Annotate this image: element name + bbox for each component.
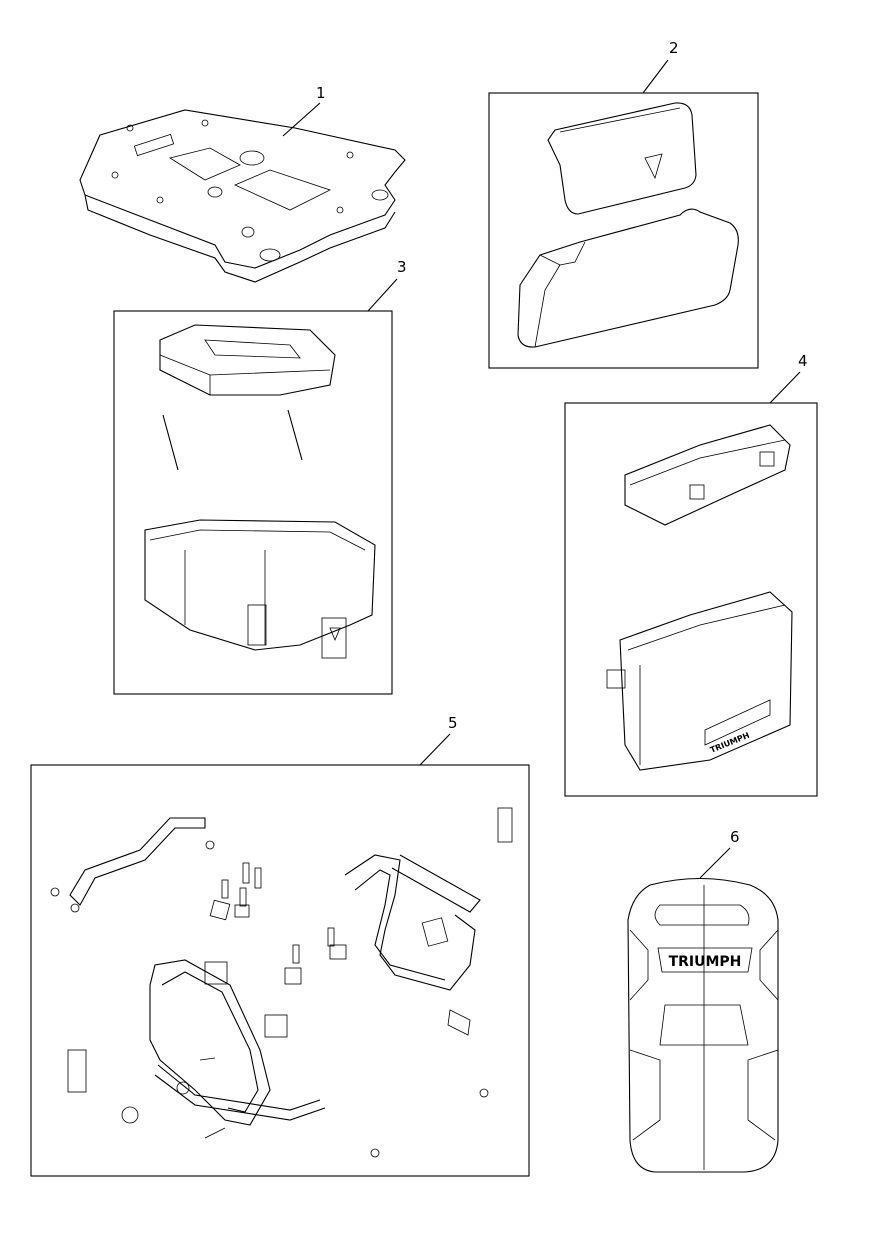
callout-5-label: 5 <box>448 714 458 732</box>
part-5-mounting-rails: 5 <box>30 714 530 1177</box>
part-1-mounting-plate: 1 <box>79 84 406 283</box>
part-3-frame <box>113 310 393 695</box>
callout-1-label: 1 <box>316 84 326 102</box>
callout-2-leader <box>642 59 669 94</box>
callout-4-leader <box>769 371 801 404</box>
part-4-pannier: 4 TRIUMPH <box>564 352 818 797</box>
callout-3-label: 3 <box>397 258 407 276</box>
part-6-liner-bag: 6 TRIUMPH <box>627 828 779 1173</box>
part-2-backrest-pads: 2 <box>488 39 759 369</box>
part-4-frame <box>564 402 818 797</box>
part-3-top-box: 3 <box>113 258 407 695</box>
callout-1-leader <box>282 102 321 137</box>
callout-6-label: 6 <box>730 828 740 846</box>
callout-4-label: 4 <box>798 352 808 370</box>
part-2-frame <box>488 92 759 369</box>
callout-3-leader <box>367 278 398 312</box>
callout-5-leader <box>419 733 451 766</box>
callout-6-leader <box>699 847 731 879</box>
callout-2-label: 2 <box>669 39 679 57</box>
liner-brand-emboss: TRIUMPH <box>669 954 742 970</box>
part-5-frame <box>30 764 530 1177</box>
